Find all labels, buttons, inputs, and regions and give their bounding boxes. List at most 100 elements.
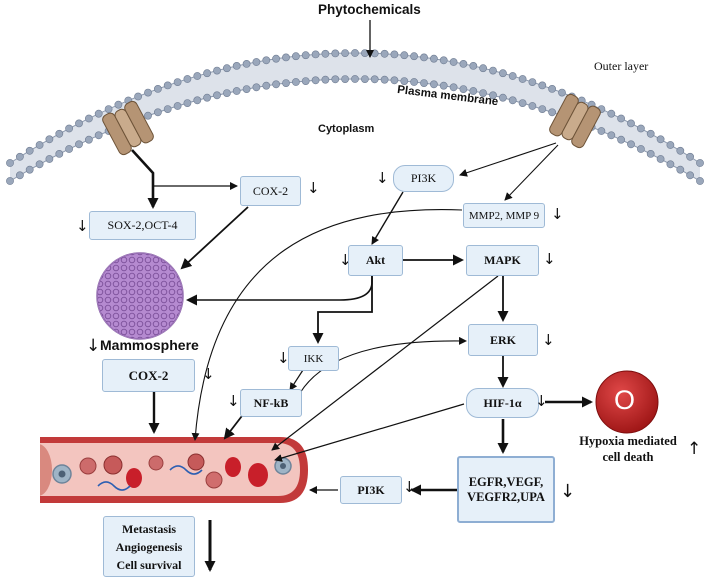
membrane-lipid-head	[400, 77, 409, 85]
membrane-lipid-head	[351, 49, 359, 57]
membrane-lipid-head	[173, 78, 182, 86]
membrane-lipid-head	[666, 160, 675, 169]
membrane-lipid-head	[390, 76, 399, 85]
membrane-lipid-head	[686, 152, 694, 161]
sox2-node: SOX-2,OCT-4	[89, 211, 196, 240]
membrane-lipid-head	[370, 49, 379, 58]
cox2-top-down-arrow: ↓	[307, 179, 320, 197]
membrane-lipid-head	[538, 105, 547, 113]
membrane-lipid-head	[508, 96, 517, 105]
membrane-lipid-head	[341, 49, 349, 57]
pi3k-bottom-node: PI3K	[340, 476, 402, 504]
membrane-lipid-head	[528, 78, 537, 86]
membrane-lipid-head	[203, 69, 211, 78]
membrane-lipid-head	[282, 79, 290, 87]
akt-node: Akt	[348, 245, 403, 276]
membrane-lipid-head	[429, 80, 438, 89]
membrane-lipid-head	[45, 155, 54, 163]
membrane-lipid-head	[518, 99, 527, 107]
membrane-lipid-head	[114, 100, 123, 109]
pi3k-bottom-down-arrow: ↓	[403, 478, 416, 496]
membrane-lipid-head	[360, 75, 369, 83]
membrane-lipid-head	[75, 140, 83, 149]
membrane-lipid-head	[301, 51, 310, 60]
membrane-lipid-head	[696, 177, 704, 185]
membrane-lipid-head	[341, 75, 349, 83]
hif1a-down-arrow: ↓	[535, 392, 548, 410]
membrane-lipid-head	[439, 56, 448, 65]
membrane-lipid-head	[429, 54, 438, 63]
membrane-lipid-head	[321, 49, 330, 58]
mammosphere-image	[96, 252, 184, 340]
membrane-lipid-head	[607, 109, 616, 118]
membrane-lipid-head	[646, 149, 655, 158]
membrane-lipid-head	[627, 140, 635, 149]
membrane-lipid-head	[213, 91, 221, 100]
membrane-lipid-head	[183, 75, 192, 83]
membrane-lipid-head	[607, 131, 616, 140]
membrane-channel-right	[549, 93, 601, 149]
membrane-lipid-head	[617, 114, 625, 123]
membrane-lipid-head	[242, 85, 251, 93]
membrane-lipid-head	[420, 53, 428, 62]
ikk-node: IKK	[288, 346, 339, 371]
membrane-lipid-head	[153, 108, 162, 117]
membrane-lipid-head	[252, 58, 261, 66]
membrane-lipid-head	[646, 129, 655, 138]
membrane-lipid-head	[85, 135, 93, 144]
membrane-lipid-head	[262, 56, 271, 65]
membrane-lipid-head	[469, 62, 478, 70]
connector-arrows	[131, 20, 593, 572]
egfr-vegf-node: EGFR,VEGF, VEGFR2,UPA	[457, 456, 555, 523]
membrane-lipid-head	[676, 146, 685, 155]
cox2-mid-node: COX-2	[102, 359, 195, 392]
mmp-down-arrow: ↓	[551, 205, 564, 223]
membrane-lipid-head	[144, 111, 152, 120]
phytochemicals-label: Phytochemicals	[318, 2, 421, 17]
membrane-lipid-head	[25, 146, 34, 155]
pi3k-top-down-arrow: ↓	[376, 169, 389, 187]
membrane-lipid-head	[213, 66, 221, 75]
membrane-lipid-head	[528, 102, 537, 110]
membrane-lipid-head	[380, 75, 389, 84]
membrane-lipid-head	[15, 171, 24, 180]
membrane-lipid-head	[459, 85, 468, 93]
membrane-lipid-head	[75, 119, 83, 128]
nfkb-down-arrow: ↓	[227, 392, 240, 410]
erk-node: ERK	[468, 324, 538, 356]
membrane-lipid-head	[420, 79, 428, 87]
membrane-lipid-head	[203, 93, 211, 102]
membrane-lipid-head	[55, 149, 64, 158]
membrane-lipid-head	[85, 114, 93, 123]
membrane-lipid-head	[94, 109, 103, 118]
dead-cell-symbol: O	[614, 385, 636, 415]
membrane-lipid-head	[459, 60, 468, 68]
egfr-down-arrow: ↓	[560, 481, 576, 502]
membrane-lipid-head	[252, 83, 261, 92]
membrane-lipid-head	[311, 76, 320, 85]
membrane-lipid-head	[479, 89, 487, 97]
cox2-mid-down-arrow: ↓	[202, 365, 215, 383]
membrane-lipid-head	[597, 127, 606, 135]
membrane-lipid-head	[617, 135, 625, 144]
membrane-lipid-head	[262, 81, 271, 90]
membrane-lipid-head	[627, 119, 635, 128]
membrane-lipid-head	[548, 108, 556, 117]
membrane-channel-left	[102, 100, 154, 156]
membrane-lipid-head	[291, 78, 300, 86]
membrane-lipid-head	[656, 135, 665, 144]
membrane-lipid-head	[222, 89, 231, 97]
membrane-lipid-head	[291, 52, 300, 61]
cox2-top-node: COX-2	[240, 176, 301, 206]
sox2-down-arrow: ↓	[76, 217, 89, 235]
mapk-node: MAPK	[466, 245, 539, 276]
erk-down-arrow: ↓	[542, 331, 555, 349]
membrane-lipid-head	[35, 160, 44, 169]
blood-vessel	[40, 437, 308, 503]
membrane-lipid-head	[163, 81, 172, 90]
membrane-lipid-head	[479, 64, 487, 73]
membrane-lipid-head	[498, 93, 507, 102]
mammosphere-label: Mammosphere	[100, 337, 199, 353]
membrane-lipid-head	[301, 77, 310, 85]
